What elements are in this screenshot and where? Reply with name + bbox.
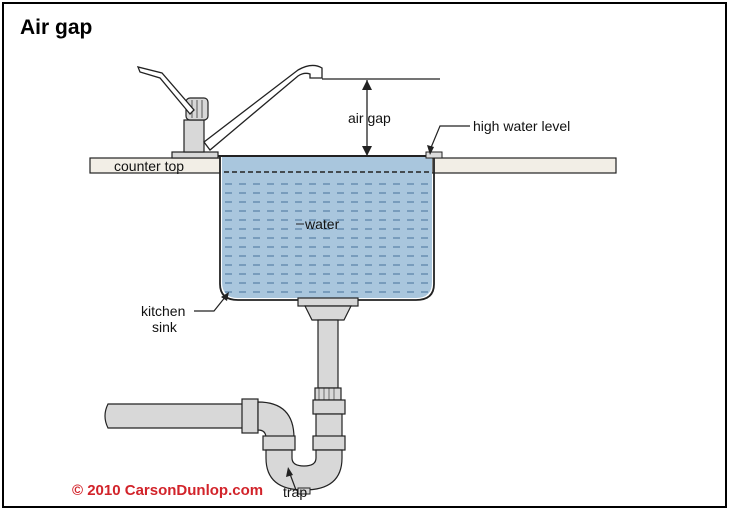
trap-cleanout-plug [297,487,311,495]
tailpiece-pipe [317,319,339,389]
kitchen-sink-label-line1: kitchen [141,303,186,319]
drain-line-pipe [104,403,245,429]
high-water-leader [429,125,470,151]
faucet-stem [183,119,205,153]
trap-label: trap [283,484,308,500]
copyright-notice: © 2010 CarsonDunlop.com [72,482,264,499]
water-label: water [305,216,340,232]
water-dashes [222,178,432,298]
trap-leader [289,473,297,491]
counter-top-label: counter top [114,158,185,174]
counter-top-right [431,157,617,174]
kitchen-sink-leader [194,295,227,312]
trap-left-coupling [262,435,296,451]
trap-right-coupling [312,435,346,451]
drain-line-coupling [241,398,259,434]
drain-cone [304,305,352,321]
high-water-level-label: high water level [473,118,571,134]
sink-rim-lip [425,151,443,159]
drain-flange [297,297,359,307]
trap-inlet-pipe [315,413,343,439]
faucet-spout [203,64,323,151]
air-gap-arrow-up [362,80,372,90]
air-gap-arrow-down [362,146,372,156]
kitchen-sink-label-line2: sink [152,319,177,335]
diagram-title: Air gap [20,16,93,39]
air-gap-label: air gap [348,110,391,126]
trap-u-bend [265,449,343,491]
trap-inlet-coupling [312,399,346,415]
drain-line-elbow [257,401,295,439]
faucet-lever [136,66,195,115]
